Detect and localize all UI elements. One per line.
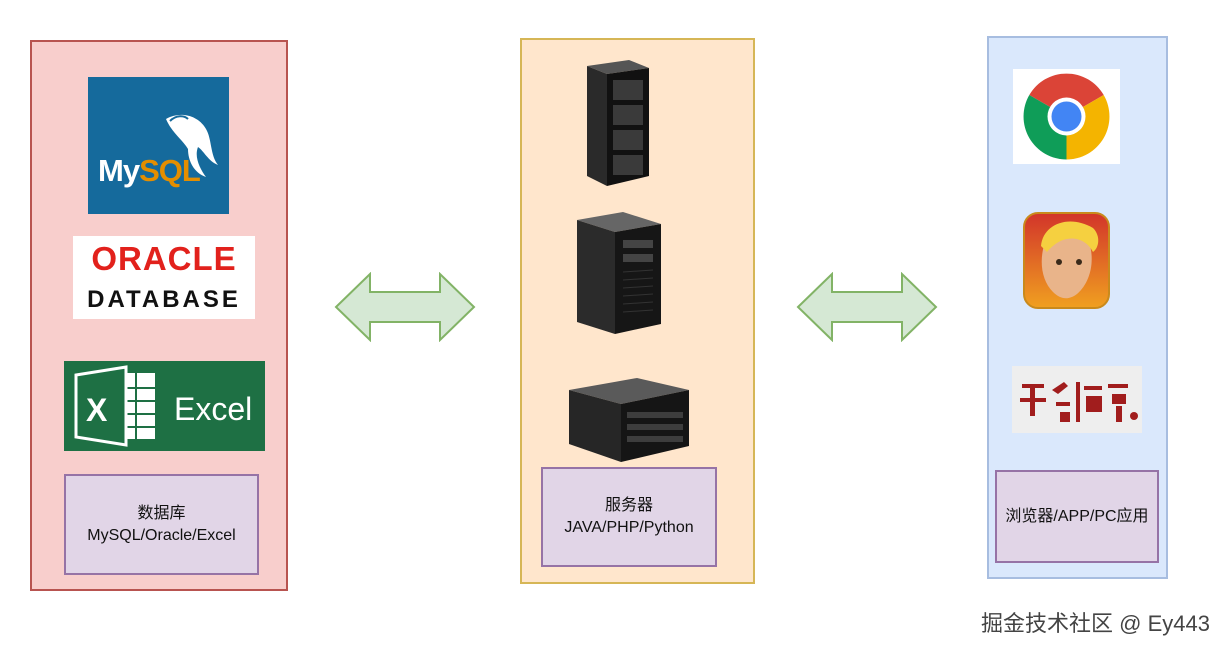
excel-icon: X [74,365,155,447]
server-label-title: 服务器 [604,497,653,514]
mysql-sql-text: SQL [139,153,201,188]
bidirectional-arrow-left [334,272,476,342]
svg-text:X: X [86,392,108,428]
bidirectional-arrow-right [796,272,938,342]
server-rack-icon [569,378,689,462]
excel-logo: X Excel [64,361,265,451]
server-label-subtitle: JAVA/PHP/Python [564,519,694,536]
database-label-subtitle: MySQL/Oracle/Excel [87,526,236,544]
oracle-database-text: DATABASE [87,286,241,313]
oracle-logo: ORACLE DATABASE [73,236,255,319]
mysql-logo: MySQL [88,77,229,214]
database-label-box: 数据库 MySQL/Oracle/Excel [64,474,259,575]
client-label-text: 浏览器/APP/PC应用 [1005,507,1149,525]
oracle-text: ORACLE [91,240,237,277]
rexue-chuanqi-icon [1012,366,1142,433]
server-tower-icon [577,212,661,334]
server-tower-icon [587,60,649,186]
excel-text: Excel [174,391,253,427]
chrome-icon [1013,69,1120,164]
game-app-icon [1023,212,1110,309]
watermark: 掘金技术社区 @ Ey443 [981,611,1210,636]
mysql-dolphin-icon [166,114,218,177]
server-label-box: 服务器 JAVA/PHP/Python [541,467,717,567]
mysql-my-text: My [98,153,140,188]
client-label-box: 浏览器/APP/PC应用 [995,470,1159,563]
database-label-title: 数据库 [137,504,186,522]
